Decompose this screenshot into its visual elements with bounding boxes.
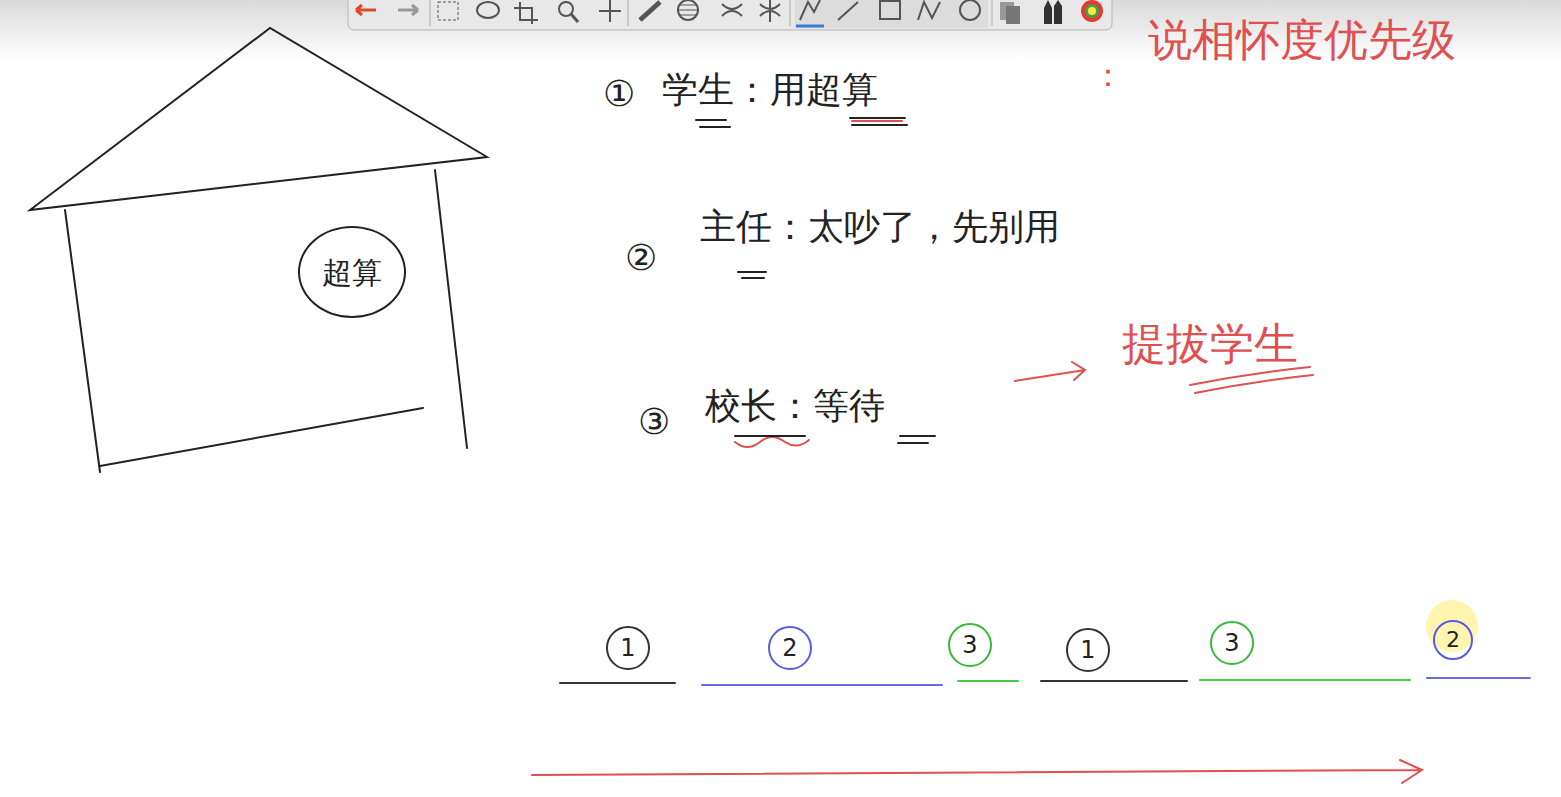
toolbar <box>348 0 1112 30</box>
timeline-segments <box>560 678 1530 685</box>
principal-note: 校长：等待 <box>705 384 885 427</box>
time-arrow <box>532 760 1422 783</box>
timeline-step: 1 <box>1066 628 1110 672</box>
colon-mark: ： <box>1092 56 1124 94</box>
step-number: ① <box>603 72 635 115</box>
node-text: 3 <box>962 632 977 658</box>
promote-note: 提拔学生 <box>1122 318 1298 371</box>
step-number: ③ <box>638 400 670 443</box>
step-number: ② <box>625 236 657 279</box>
house-drawing <box>30 28 487 472</box>
timeline-step: 3 <box>1210 621 1254 665</box>
timeline-step: 1 <box>606 626 650 670</box>
supercomputer-circle: 超算 <box>298 226 406 318</box>
node-text: 2 <box>1446 628 1460 652</box>
node-text: 3 <box>1224 630 1239 656</box>
red-arrow-to-promote <box>1015 362 1085 381</box>
node-text: 1 <box>1080 637 1095 663</box>
timeline-step: 3 <box>948 623 992 667</box>
timeline-step: 2 <box>768 626 812 670</box>
student-note: 学生：用超算 <box>662 68 878 111</box>
node-text: 2 <box>782 635 797 661</box>
timeline-step: 2 <box>1433 620 1473 660</box>
director-note: 主任：太吵了，先别用 <box>700 205 1060 248</box>
heading-note: 说相怀度优先级 <box>1148 14 1456 67</box>
node-text: 超算 <box>322 256 382 289</box>
underline-marks <box>696 118 1313 447</box>
node-text: 1 <box>620 635 635 661</box>
